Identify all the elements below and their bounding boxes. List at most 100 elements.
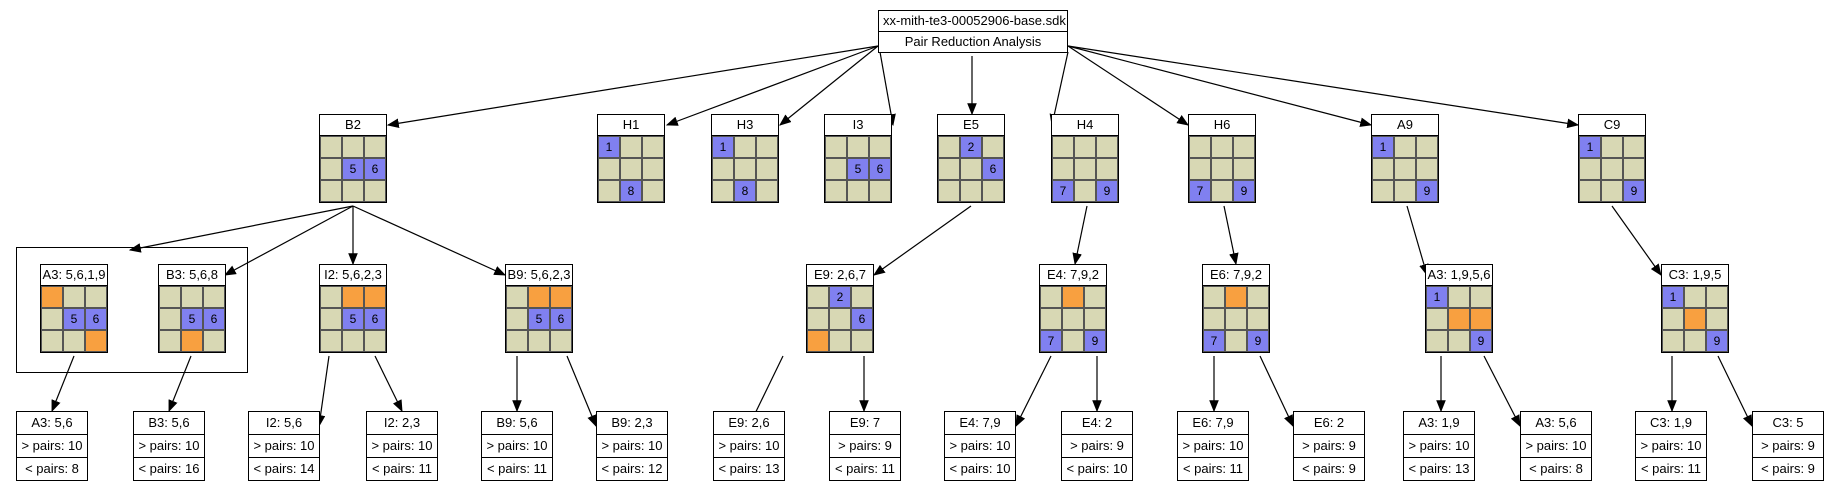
grid-cell bbox=[1052, 136, 1074, 158]
grid-cell bbox=[1233, 158, 1255, 180]
grid-cell bbox=[1074, 180, 1096, 202]
grid-cell bbox=[1470, 286, 1492, 308]
grid-cell bbox=[1662, 308, 1684, 330]
grid-cell bbox=[203, 286, 225, 308]
leaf-node-a3-1-9[interactable]: A3: 1,9> pairs: 10< pairs: 13 bbox=[1403, 411, 1475, 481]
greater-pairs: > pairs: 9 bbox=[829, 435, 901, 458]
grid-title: A9 bbox=[1371, 114, 1439, 136]
b2-edge bbox=[128, 205, 354, 253]
greater-pairs: > pairs: 10 bbox=[713, 435, 785, 458]
grid-cell bbox=[364, 180, 386, 202]
grid-cell bbox=[41, 330, 63, 352]
leaf-node-i2-5-6[interactable]: I2: 5,6> pairs: 10< pairs: 14 bbox=[248, 411, 320, 481]
grid-cell bbox=[1211, 158, 1233, 180]
leaf-node-c3-1-9[interactable]: C3: 1,9> pairs: 10< pairs: 11 bbox=[1635, 411, 1707, 481]
grid-cell: 5 bbox=[181, 308, 203, 330]
grid-cell bbox=[159, 286, 181, 308]
b2-edge bbox=[352, 205, 507, 276]
grid-cell bbox=[320, 136, 342, 158]
leaf-edge bbox=[1717, 355, 1753, 428]
grid-cell bbox=[642, 180, 664, 202]
leaf-node-i2-2-3[interactable]: I2: 2,3> pairs: 10< pairs: 11 bbox=[366, 411, 438, 481]
grid-cell bbox=[1579, 158, 1601, 180]
grid-cell bbox=[1040, 308, 1062, 330]
leaf-node-b3-5-6[interactable]: B3: 5,6> pairs: 10< pairs: 16 bbox=[133, 411, 205, 481]
grid-cell: 8 bbox=[620, 180, 642, 202]
leaf-node-e9-2-6[interactable]: E9: 2,6> pairs: 10< pairs: 13 bbox=[713, 411, 785, 481]
leaf-node-e6-2[interactable]: E6: 2> pairs: 9< pairs: 9 bbox=[1293, 411, 1365, 481]
grid-cell bbox=[550, 330, 572, 352]
grid-cell bbox=[847, 180, 869, 202]
grid-cell: 1 bbox=[1372, 136, 1394, 158]
grid-cell bbox=[807, 308, 829, 330]
grid-cell bbox=[550, 286, 572, 308]
grid-cell bbox=[1074, 136, 1096, 158]
grid-title: I2: 5,6,2,3 bbox=[319, 264, 387, 286]
leaf-node-e6-7-9[interactable]: E6: 7,9> pairs: 10< pairs: 11 bbox=[1177, 411, 1249, 481]
grid-cell bbox=[1684, 286, 1706, 308]
grid-cell bbox=[1706, 286, 1728, 308]
grid-cell bbox=[320, 330, 342, 352]
leaf-node-e4-2[interactable]: E4: 2> pairs: 9< pairs: 10 bbox=[1061, 411, 1133, 481]
e5-edge bbox=[873, 205, 972, 276]
grid-cell bbox=[320, 158, 342, 180]
a9-edge bbox=[1406, 205, 1429, 277]
grid-cell: 6 bbox=[851, 308, 873, 330]
grid-cell bbox=[1211, 136, 1233, 158]
grid-cell bbox=[756, 158, 778, 180]
greater-pairs: > pairs: 10 bbox=[1177, 435, 1249, 458]
leaf-node-c3-5[interactable]: C3: 5> pairs: 9< pairs: 9 bbox=[1752, 411, 1824, 481]
grid-cell bbox=[364, 286, 386, 308]
lesser-pairs: < pairs: 11 bbox=[366, 458, 438, 481]
leaf-node-a3-5-6[interactable]: A3: 5,6> pairs: 10< pairs: 8 bbox=[16, 411, 88, 481]
greater-pairs: > pairs: 10 bbox=[1635, 435, 1707, 458]
grid-title: H6 bbox=[1188, 114, 1256, 136]
grid-title: H4 bbox=[1051, 114, 1119, 136]
grid-cell: 2 bbox=[960, 136, 982, 158]
grid-cell bbox=[63, 286, 85, 308]
grid-cell bbox=[159, 330, 181, 352]
grid-cell bbox=[1062, 330, 1084, 352]
root-node[interactable]: xx-mith-te3-00052906-base.sdk Pair Reduc… bbox=[878, 10, 1068, 53]
leaf-title: E4: 2 bbox=[1061, 411, 1133, 435]
leaf-title: E4: 7,9 bbox=[944, 411, 1016, 435]
grid-cell bbox=[1426, 308, 1448, 330]
grid-cell bbox=[869, 136, 891, 158]
leaf-node-b9-5-6[interactable]: B9: 5,6> pairs: 10< pairs: 11 bbox=[481, 411, 553, 481]
leaf-node-e9-7[interactable]: E9: 7> pairs: 9< pairs: 11 bbox=[829, 411, 901, 481]
leaf-node-a3-5-6[interactable]: A3: 5,6> pairs: 10< pairs: 8 bbox=[1520, 411, 1592, 481]
leaf-node-e4-7-9[interactable]: E4: 7,9> pairs: 10< pairs: 10 bbox=[944, 411, 1016, 481]
grid-cell: 5 bbox=[63, 308, 85, 330]
leaf-node-b9-2-3[interactable]: B9: 2,3> pairs: 10< pairs: 12 bbox=[596, 411, 668, 481]
grid-cell bbox=[1416, 136, 1438, 158]
grid-cell: 7 bbox=[1040, 330, 1062, 352]
grid-cell: 7 bbox=[1052, 180, 1074, 202]
greater-pairs: > pairs: 10 bbox=[1520, 435, 1592, 458]
grid-cell bbox=[1074, 158, 1096, 180]
root-edge bbox=[1067, 45, 1373, 127]
leaf-edge bbox=[1483, 355, 1521, 428]
